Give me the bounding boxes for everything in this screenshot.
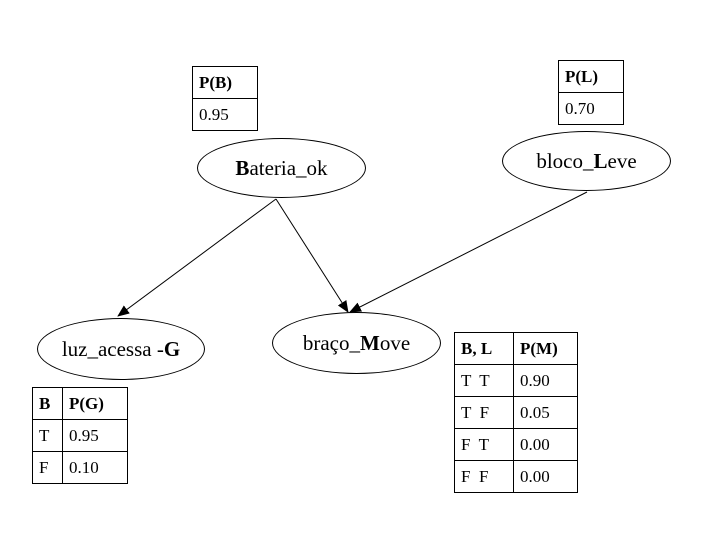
cpt-cell: 0.00 [513,428,578,461]
edge-bateria-to-luz [117,198,277,317]
cpt-header: B, L [454,332,514,365]
cpt-cell: F T [454,428,514,461]
cpt-bloco: P(L) 0.70 [558,60,624,125]
cpt-cell: 0.95 [62,419,128,452]
cpt-cell: F [32,451,63,484]
cpt-cell: 0.90 [513,364,578,397]
cpt-value: 0.95 [192,98,258,131]
cpt-cell: 0.05 [513,396,578,429]
node-luz-acessa: luz_acessa - G [37,318,205,380]
table-row: F T 0.00 [454,428,578,461]
cpt-cell: 0.00 [513,460,578,493]
cpt-value: 0.70 [558,92,624,125]
cpt-cell: T [32,419,63,452]
table-row: T 0.95 [32,419,128,452]
cpt-header: P(M) [513,332,578,365]
cpt-cell: 0.10 [62,451,128,484]
edge-bloco-to-braco [349,191,588,313]
table-row: T T 0.90 [454,364,578,397]
cpt-header: P(B) [192,66,258,99]
cpt-bateria: P(B) 0.95 [192,66,258,131]
cpt-cell: T F [454,396,514,429]
cpt-cell: F F [454,460,514,493]
table-row: F F 0.00 [454,460,578,493]
cpt-header: B [32,387,63,420]
edge-bateria-to-braco [275,198,349,313]
table-row: T F 0.05 [454,396,578,429]
cpt-luz: B P(G) T 0.95 F 0.10 [32,387,128,484]
cpt-header: P(G) [62,387,128,420]
cpt-braco: B, L P(M) T T 0.90 T F 0.05 F T 0.00 F F… [454,332,578,493]
cpt-cell: T T [454,364,514,397]
cpt-header: P(L) [558,60,624,93]
table-row: F 0.10 [32,451,128,484]
